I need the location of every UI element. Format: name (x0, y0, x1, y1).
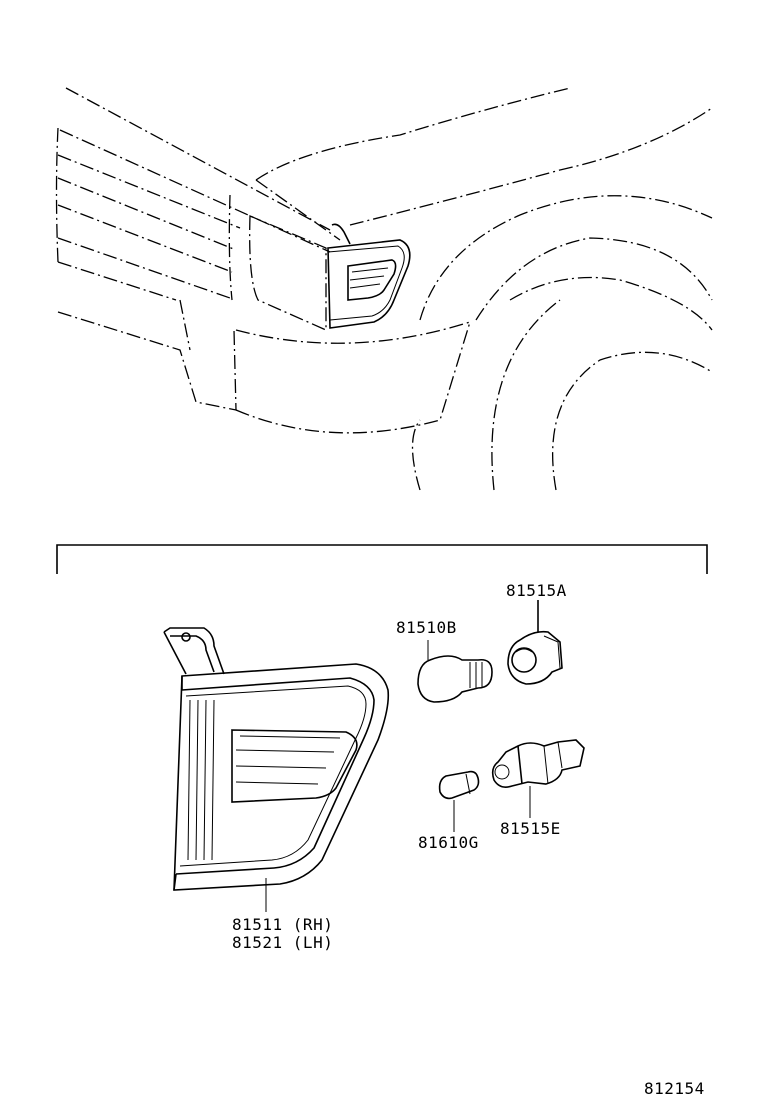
label-81510b: 81510B (396, 618, 457, 637)
label-81511-rh: 81511 (RH) (232, 915, 333, 934)
vehicle-front-outline (55, 87, 713, 491)
section-divider (56, 544, 708, 574)
label-81610g: 81610G (418, 833, 479, 852)
bulb-81510b-icon (417, 640, 493, 703)
socket-81515e-icon (491, 739, 585, 818)
bulb-81610g-icon (438, 770, 480, 832)
corner-lamp-installed (327, 223, 411, 329)
socket-81515a-icon (507, 600, 563, 685)
label-81521-lh: 81521 (LH) (232, 933, 333, 952)
corner-lamp-assembly (163, 627, 390, 891)
figure-id: 812154 (644, 1079, 705, 1098)
label-81515e: 81515E (500, 819, 561, 838)
label-81515a: 81515A (506, 581, 567, 600)
